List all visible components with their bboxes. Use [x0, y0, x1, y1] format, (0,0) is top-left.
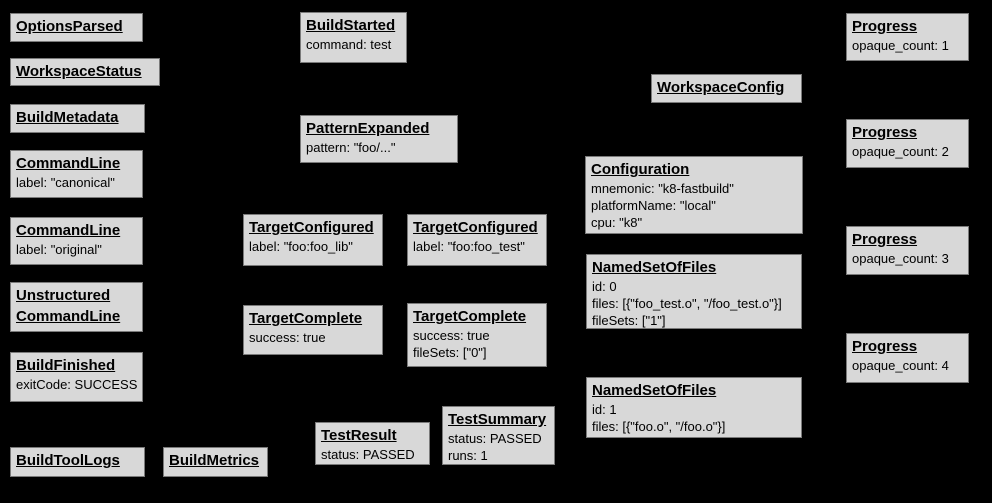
event-box-workspace-status: WorkspaceStatus	[10, 58, 160, 86]
event-box-field: opaque_count: 3	[852, 251, 949, 266]
event-box-title: NamedSetOfFiles	[592, 259, 717, 276]
event-box-target-complete-foo-lib: TargetComplete success: true	[243, 305, 383, 355]
event-box-title: Progress	[852, 124, 918, 141]
event-box-field: mnemonic: "k8-fastbuild"	[591, 181, 734, 196]
event-box-progress-1: Progress opaque_count: 1	[846, 13, 969, 61]
event-box-workspace-config: WorkspaceConfig	[651, 74, 802, 103]
event-box-title: BuildMetadata	[16, 109, 119, 126]
event-box-field: exitCode: SUCCESS	[16, 377, 138, 392]
event-box-field: command: test	[306, 37, 392, 52]
event-box-field: id: 1	[592, 402, 617, 417]
event-box-title: Progress	[852, 338, 918, 355]
event-box-field: label: "original"	[16, 242, 102, 257]
event-box-field: success: true	[249, 330, 326, 345]
event-box-title: BuildMetrics	[169, 452, 260, 469]
event-box-target-configured-foo-test: TargetConfigured label: "foo:foo_test"	[407, 214, 547, 266]
event-box-title: WorkspaceConfig	[657, 79, 785, 96]
event-box-field: opaque_count: 4	[852, 358, 949, 373]
event-box-command-line-canonical: CommandLine label: "canonical"	[10, 150, 143, 198]
event-box-field: label: "foo:foo_lib"	[249, 239, 353, 254]
event-box-target-configured-foo-lib: TargetConfigured label: "foo:foo_lib"	[243, 214, 383, 266]
event-box-named-set-of-files-0: NamedSetOfFiles id: 0 files: [{"foo_test.o…	[586, 254, 802, 329]
event-box-configuration: Configuration mnemonic: "k8-fastbuild" pla…	[585, 156, 803, 234]
event-box-build-tool-logs: BuildToolLogs	[10, 447, 145, 477]
event-box-field: cpu: "k8"	[591, 215, 643, 230]
event-box-title: BuildToolLogs	[16, 452, 120, 469]
event-box-title: TargetConfigured	[413, 219, 538, 236]
event-box-build-started: BuildStarted command: test	[300, 12, 407, 63]
event-box-title: TargetComplete	[413, 308, 527, 325]
event-box-field: files: [{"foo.o", "/foo.o"}]	[592, 419, 726, 434]
event-box-field: fileSets: ["0"]	[413, 345, 487, 360]
event-box-title: CommandLine	[16, 155, 121, 172]
event-box-field: label: "canonical"	[16, 175, 115, 190]
event-box-field: success: true	[413, 328, 490, 343]
event-box-title: TestResult	[321, 427, 397, 444]
event-box-title: Configuration	[591, 161, 690, 178]
event-box-field: status: PASSED	[448, 431, 542, 446]
event-box-pattern-expanded: PatternExpanded pattern: "foo/..."	[300, 115, 458, 163]
event-box-named-set-of-files-1: NamedSetOfFiles id: 1 files: [{"foo.o", "/…	[586, 377, 802, 438]
event-box-title: WorkspaceStatus	[16, 63, 142, 80]
event-box-title: PatternExpanded	[306, 120, 430, 137]
event-box-field: label: "foo:foo_test"	[413, 239, 525, 254]
event-box-title: TargetConfigured	[249, 219, 374, 236]
event-box-progress-3: Progress opaque_count: 3	[846, 226, 969, 275]
event-box-title: Unstructured	[16, 287, 111, 304]
event-box-build-metrics: BuildMetrics	[163, 447, 268, 477]
event-box-target-complete-foo-test: TargetComplete success: true fileSets: ["0…	[407, 303, 547, 367]
event-box-field: fileSets: ["1"]	[592, 313, 666, 328]
event-box-progress-4: Progress opaque_count: 4	[846, 333, 969, 383]
event-box-title: BuildStarted	[306, 17, 396, 34]
event-box-progress-2: Progress opaque_count: 2	[846, 119, 969, 168]
event-box-options-parsed: OptionsParsed	[10, 13, 143, 42]
event-box-title: OptionsParsed	[16, 18, 123, 35]
event-box-test-result: TestResult status: PASSED	[315, 422, 430, 465]
event-box-field: status: PASSED	[321, 447, 415, 462]
event-box-field: pattern: "foo/..."	[306, 140, 396, 155]
event-box-title: NamedSetOfFiles	[592, 382, 717, 399]
event-box-build-finished: BuildFinished exitCode: SUCCESS	[10, 352, 143, 402]
event-box-test-summary: TestSummary status: PASSED runs: 1	[442, 406, 555, 465]
event-box-field: platformName: "local"	[591, 198, 716, 213]
event-box-title: CommandLine	[16, 308, 121, 325]
event-box-title: Progress	[852, 231, 918, 248]
event-box-title: Progress	[852, 18, 918, 35]
event-box-field: opaque_count: 2	[852, 144, 949, 159]
event-box-command-line-original: CommandLine label: "original"	[10, 217, 143, 265]
event-box-title: TestSummary	[448, 411, 547, 428]
event-box-build-metadata: BuildMetadata	[10, 104, 145, 133]
event-box-title: CommandLine	[16, 222, 121, 239]
event-box-field: opaque_count: 1	[852, 38, 949, 53]
event-box-title: TargetComplete	[249, 310, 363, 327]
event-box-field: files: [{"foo_test.o", "/foo_test.o"}]	[592, 296, 782, 311]
event-box-title: BuildFinished	[16, 357, 116, 374]
event-box-field: id: 0	[592, 279, 617, 294]
event-box-field: runs: 1	[448, 448, 488, 463]
